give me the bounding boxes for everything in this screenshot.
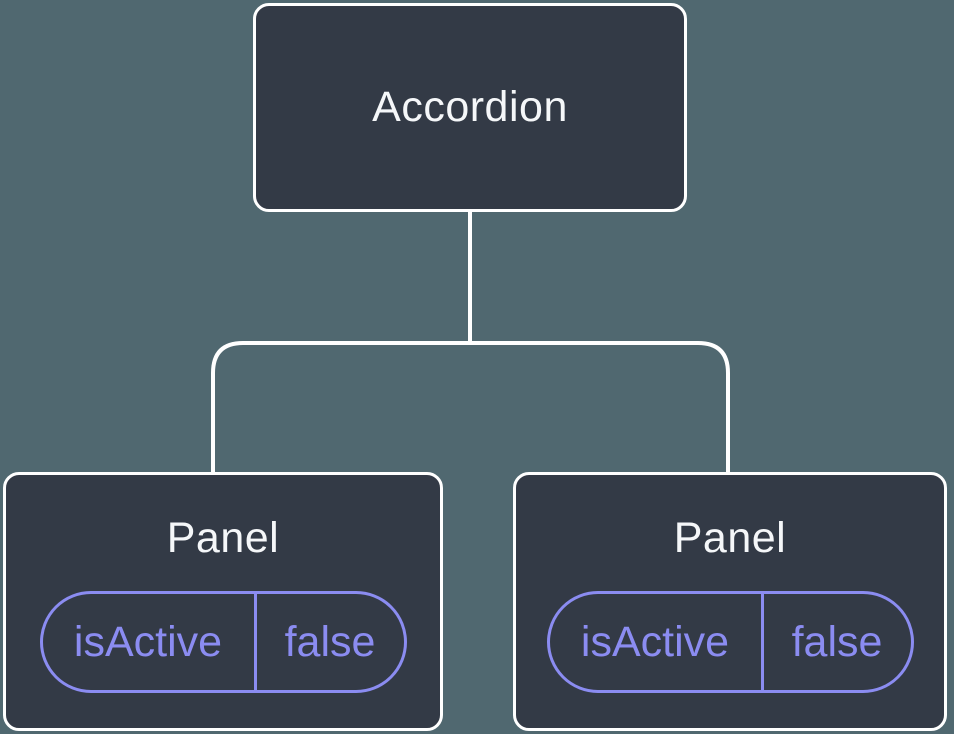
state-name-label: isActive — [73, 617, 223, 666]
panel-node-right-label: Panel — [673, 514, 787, 562]
state-name-label: isActive — [580, 617, 730, 666]
panel-node-left: Panel isActive false — [3, 472, 443, 731]
accordion-node: Accordion — [253, 3, 687, 212]
state-pill-right: isActive false — [546, 591, 914, 693]
state-pill-left: isActive false — [39, 591, 407, 693]
connector-bracket — [211, 341, 730, 474]
state-value-label: false — [253, 594, 404, 690]
accordion-node-label: Accordion — [372, 83, 568, 131]
panel-node-left-label: Panel — [166, 514, 280, 562]
panel-node-right: Panel isActive false — [513, 472, 947, 731]
state-value-label: false — [760, 594, 911, 690]
